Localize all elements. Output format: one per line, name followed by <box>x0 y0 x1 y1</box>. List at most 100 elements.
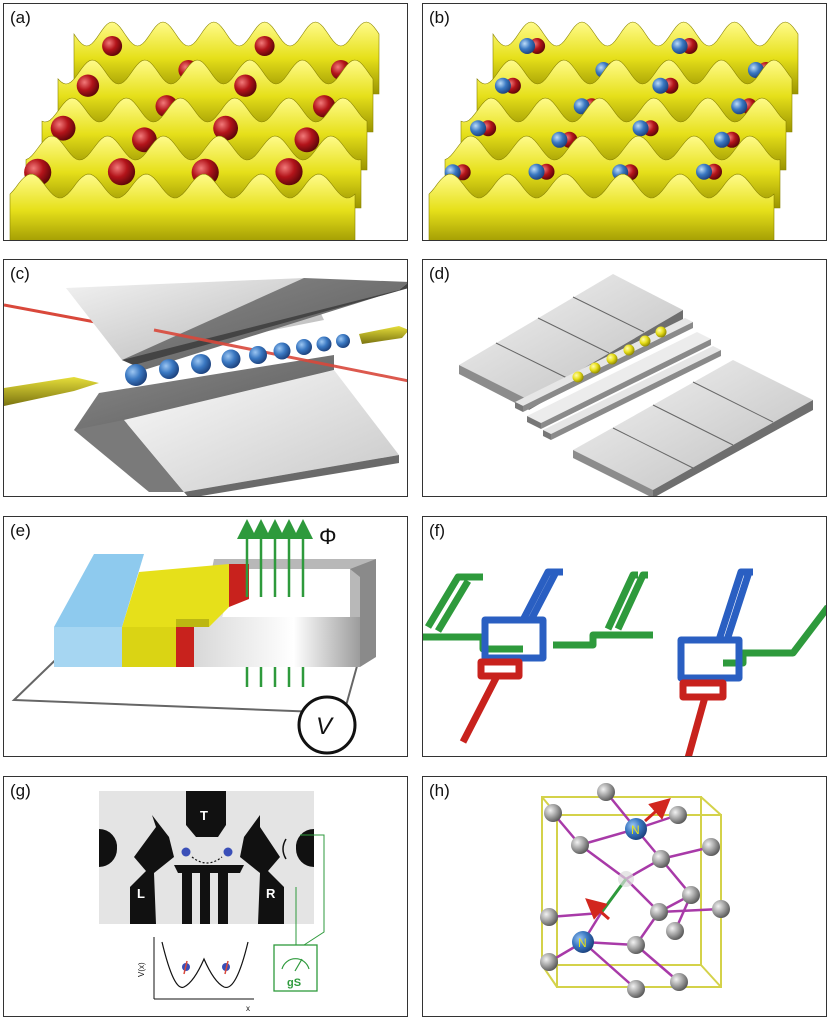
atom-red <box>294 127 320 153</box>
atom-blue <box>494 77 511 94</box>
flux-lines-top <box>237 519 313 597</box>
red-readout-lines <box>459 658 727 756</box>
nitrogen-atom-bottom <box>572 931 594 953</box>
panel-h-crystal-nv-centers: (h) <box>422 776 827 1017</box>
ion <box>336 334 350 348</box>
panel-a-optical-lattice-atoms: (a) <box>3 3 408 241</box>
ion <box>589 362 601 374</box>
ion <box>191 354 211 374</box>
potential-plot: V(x) x <box>137 937 254 1013</box>
gate-label-top: T <box>200 808 208 823</box>
panel-label-d: (d) <box>429 264 450 283</box>
atom-red <box>213 115 239 141</box>
atom-blue <box>731 98 748 115</box>
carbon-atom <box>712 900 730 918</box>
carbon-atom <box>627 980 645 998</box>
panel-c-ion-trap: (c) <box>3 259 408 497</box>
blue-qubit-loops <box>481 568 753 682</box>
atom-blue <box>551 131 568 148</box>
carbon-atom <box>571 836 589 854</box>
lattice-surface-a <box>9 21 380 240</box>
carbon-atoms <box>540 783 730 998</box>
needle-electrode-right <box>359 326 407 344</box>
ion-trap-illustration <box>4 278 407 496</box>
atom-red <box>132 127 157 153</box>
y-axis-label: V(x) <box>137 962 146 977</box>
trapped-ions <box>572 326 667 383</box>
nitrogen-atoms: N N <box>572 818 647 953</box>
ion <box>655 326 667 338</box>
charge-sensor-meter: gS <box>273 834 325 992</box>
atom-red <box>275 158 303 186</box>
panel-label-c: (c) <box>10 264 30 283</box>
quantum-dot-illustration: T L R V(x) x gS <box>99 791 325 1013</box>
atom-blue <box>696 163 712 180</box>
double-well-curve <box>161 941 249 988</box>
nitrogen-label-bottom: N <box>578 936 587 950</box>
spin-arrow-top <box>644 798 671 823</box>
x-axis-label: x <box>246 1004 250 1013</box>
trap-electrode-bottom-dark <box>74 355 334 435</box>
atom-blue <box>713 131 730 148</box>
ion <box>249 346 267 364</box>
electrode-block-lower <box>573 360 813 496</box>
surface-trap-illustration <box>459 274 813 496</box>
atom-red <box>50 115 76 141</box>
panel-f-superconducting-circuit: (f) <box>422 516 827 757</box>
atom-blue <box>632 120 649 137</box>
nitrogen-label-top: N <box>631 823 640 837</box>
panel-label-f: (f) <box>429 521 446 540</box>
carbon-atom <box>670 973 688 991</box>
trap-electrode-bottom-left <box>74 420 184 492</box>
dot-electron-left <box>181 847 191 857</box>
tunneling-arrow <box>191 856 223 864</box>
lattice-row-surface <box>9 173 356 240</box>
carbon-atom <box>540 908 558 926</box>
carbon-atom <box>650 903 668 921</box>
atom-red <box>234 74 257 97</box>
ion <box>572 371 584 383</box>
yellow-electrode <box>122 564 229 667</box>
panel-e-flux-loop: (e) <box>3 516 408 757</box>
meter-label: gS <box>287 977 301 989</box>
spin-arrow-bottom <box>585 898 610 921</box>
voltmeter-symbol: V <box>316 713 334 740</box>
carbon-atom <box>627 936 645 954</box>
gate-label-right: R <box>266 886 276 901</box>
ion <box>316 336 332 352</box>
ion <box>221 349 241 369</box>
charge-sensor-arc <box>282 838 287 860</box>
trap-electrode-bottom-right <box>124 370 399 492</box>
panel-label-a: (a) <box>10 8 31 27</box>
ion <box>125 364 147 386</box>
atom-blue <box>671 38 688 54</box>
flux-loop-illustration: Φ V <box>11 519 376 755</box>
atom-red <box>254 36 275 56</box>
gate-label-left: L <box>137 886 145 901</box>
atom-blue <box>528 163 545 180</box>
superconducting-ring <box>176 559 376 667</box>
carbon-atom <box>682 886 700 904</box>
lattice-row-surface <box>428 173 775 240</box>
carbon-atom <box>669 806 687 824</box>
atom-red <box>102 36 123 56</box>
atom-red <box>107 158 136 186</box>
atom-red <box>76 74 100 97</box>
ion <box>623 344 635 356</box>
carbon-atom <box>540 953 558 971</box>
ion-chain <box>125 334 350 386</box>
panel-label-g: (g) <box>10 781 31 800</box>
ion <box>273 342 291 360</box>
carbon-atom <box>652 850 670 868</box>
panel-label-e: (e) <box>10 521 31 540</box>
ion <box>159 359 179 379</box>
ion <box>606 353 618 365</box>
flux-symbol: Φ <box>319 524 337 549</box>
panel-d-surface-trap: (d) <box>422 259 827 497</box>
carbon-atom <box>544 804 562 822</box>
gate-electrodes <box>99 791 314 924</box>
dot-electron-right <box>223 847 233 857</box>
needle-electrode-left <box>4 377 99 406</box>
vacancy-site <box>618 871 634 887</box>
lattice-surface-b <box>428 21 799 240</box>
